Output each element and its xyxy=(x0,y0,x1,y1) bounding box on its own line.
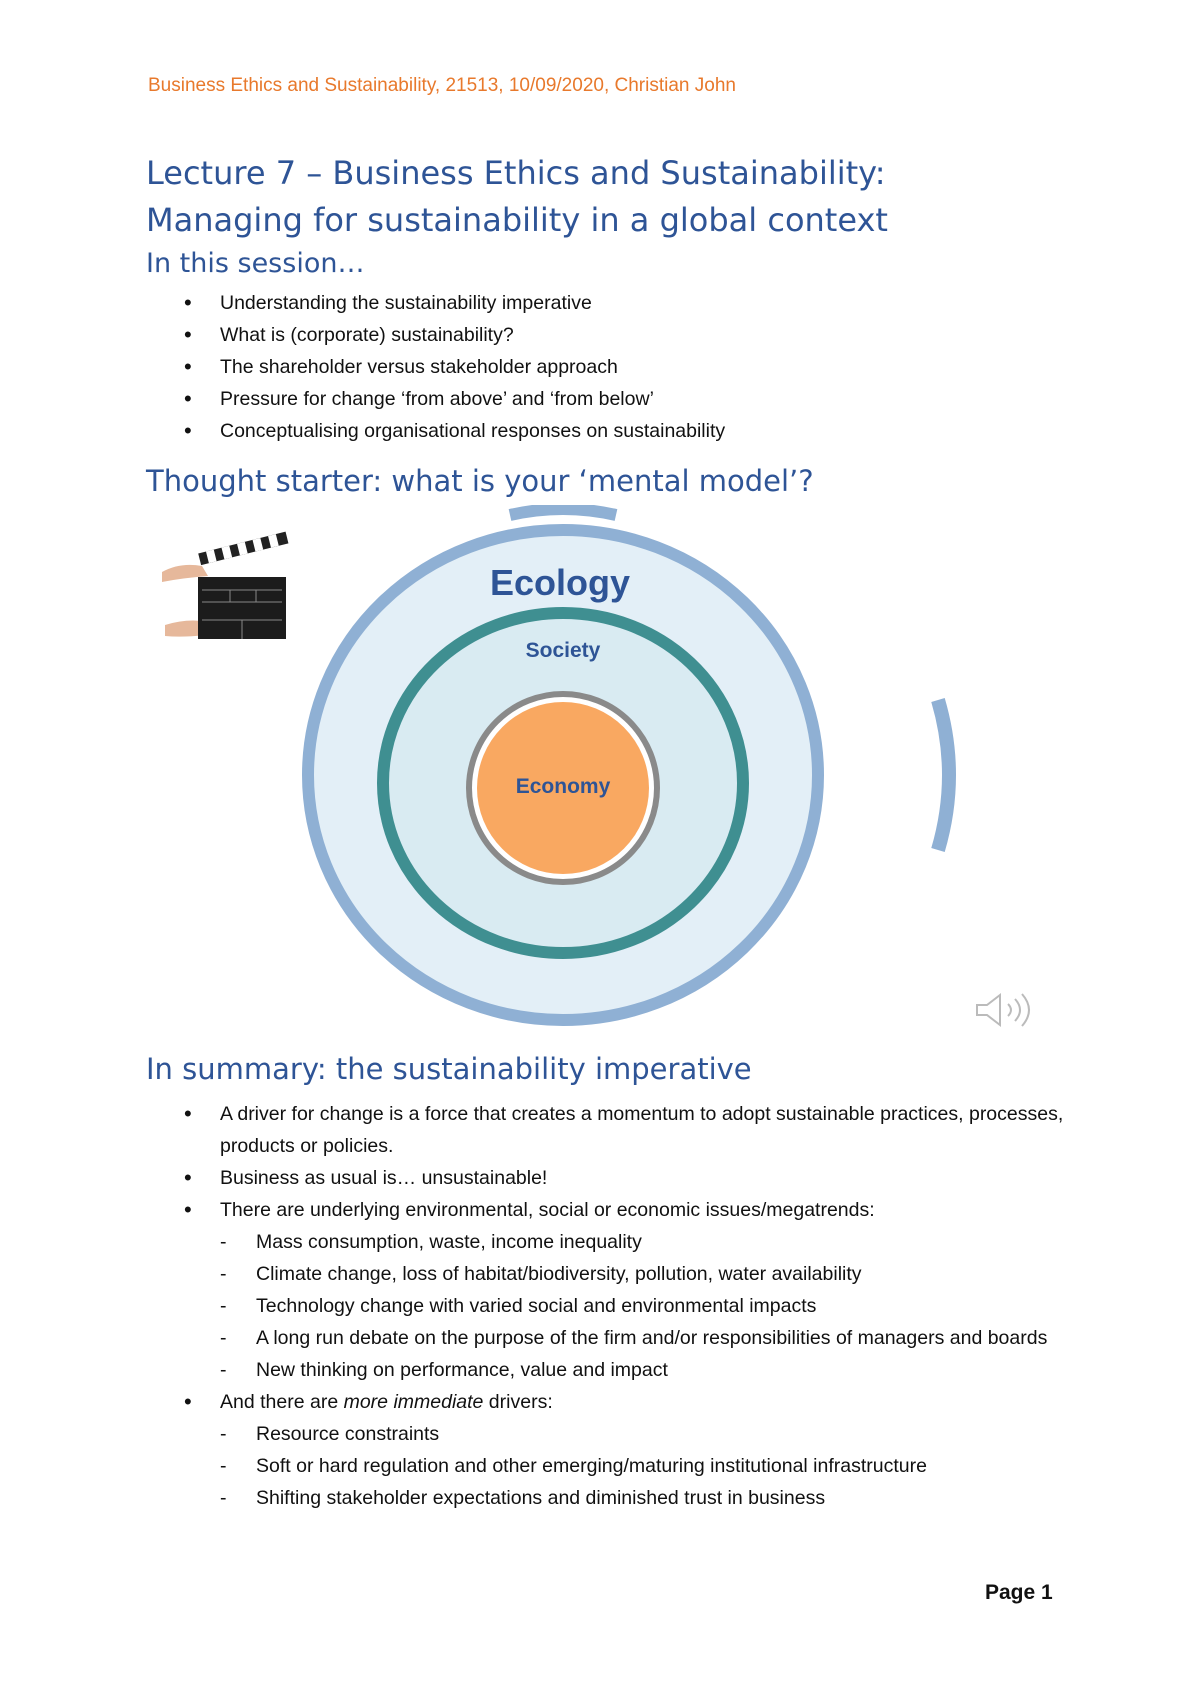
list-item: Conceptualising organisational responses… xyxy=(148,415,725,447)
clapperboard-icon xyxy=(162,531,289,639)
title-line-2: Managing for sustainability in a global … xyxy=(146,201,888,239)
ecology-ring xyxy=(302,524,824,1026)
title-line-1: Lecture 7 – Business Ethics and Sustaina… xyxy=(146,154,886,192)
sub-list-item: Climate change, loss of habitat/biodiver… xyxy=(148,1258,1156,1290)
immediate-drivers-post: drivers: xyxy=(483,1391,553,1413)
page-number: Page 1 xyxy=(985,1581,1053,1604)
ecology-label: Ecology xyxy=(490,562,630,603)
list-item: What is (corporate) sustainability? xyxy=(148,319,725,351)
speaker-icon xyxy=(976,992,1030,1028)
sub-list-item: Shifting stakeholder expectations and di… xyxy=(148,1482,1156,1514)
thought-starter-heading: Thought starter: what is your ‘mental mo… xyxy=(146,464,814,498)
economy-label: Economy xyxy=(516,775,611,798)
nested-circles-diagram: Ecology Society Economy xyxy=(302,505,956,1026)
sub-list-item: Technology change with varied social and… xyxy=(148,1290,1156,1322)
page-header: Business Ethics and Sustainability, 2151… xyxy=(148,75,736,96)
list-item: A driver for change is a force that crea… xyxy=(148,1098,1120,1162)
list-item: The shareholder versus stakeholder appro… xyxy=(148,351,725,383)
list-item: And there are more immediate drivers: xyxy=(148,1386,1156,1418)
summary-list: A driver for change is a force that crea… xyxy=(148,1098,1156,1514)
sub-list-item: Soft or hard regulation and other emergi… xyxy=(148,1450,1156,1482)
sub-list-item: New thinking on performance, value and i… xyxy=(148,1354,1156,1386)
immediate-drivers-emphasis: more immediate xyxy=(343,1391,484,1413)
mental-model-figure: Ecology Society Economy xyxy=(160,505,1060,1045)
sub-list-item: Resource constraints xyxy=(148,1418,1156,1450)
sub-list-item: A long run debate on the purpose of the … xyxy=(148,1322,1156,1354)
list-item: Pressure for change ‘from above’ and ‘fr… xyxy=(148,383,725,415)
society-ring xyxy=(377,607,749,959)
session-list: Understanding the sustainability imperat… xyxy=(148,287,725,447)
summary-heading: In summary: the sustainability imperativ… xyxy=(146,1052,752,1086)
sub-list-item: Mass consumption, waste, income inequali… xyxy=(148,1226,1156,1258)
list-item: Business as usual is… unsustainable! xyxy=(148,1162,1156,1194)
list-item: Understanding the sustainability imperat… xyxy=(148,287,725,319)
lecture-title: Lecture 7 – Business Ethics and Sustaina… xyxy=(146,150,888,244)
society-label: Society xyxy=(526,639,601,662)
economy-core xyxy=(477,702,649,874)
right-arc xyxy=(931,698,956,852)
top-arc xyxy=(508,505,618,521)
list-item: There are underlying environmental, soci… xyxy=(148,1194,1156,1226)
session-heading: In this session… xyxy=(146,248,365,279)
immediate-drivers-pre: And there are xyxy=(220,1391,344,1413)
